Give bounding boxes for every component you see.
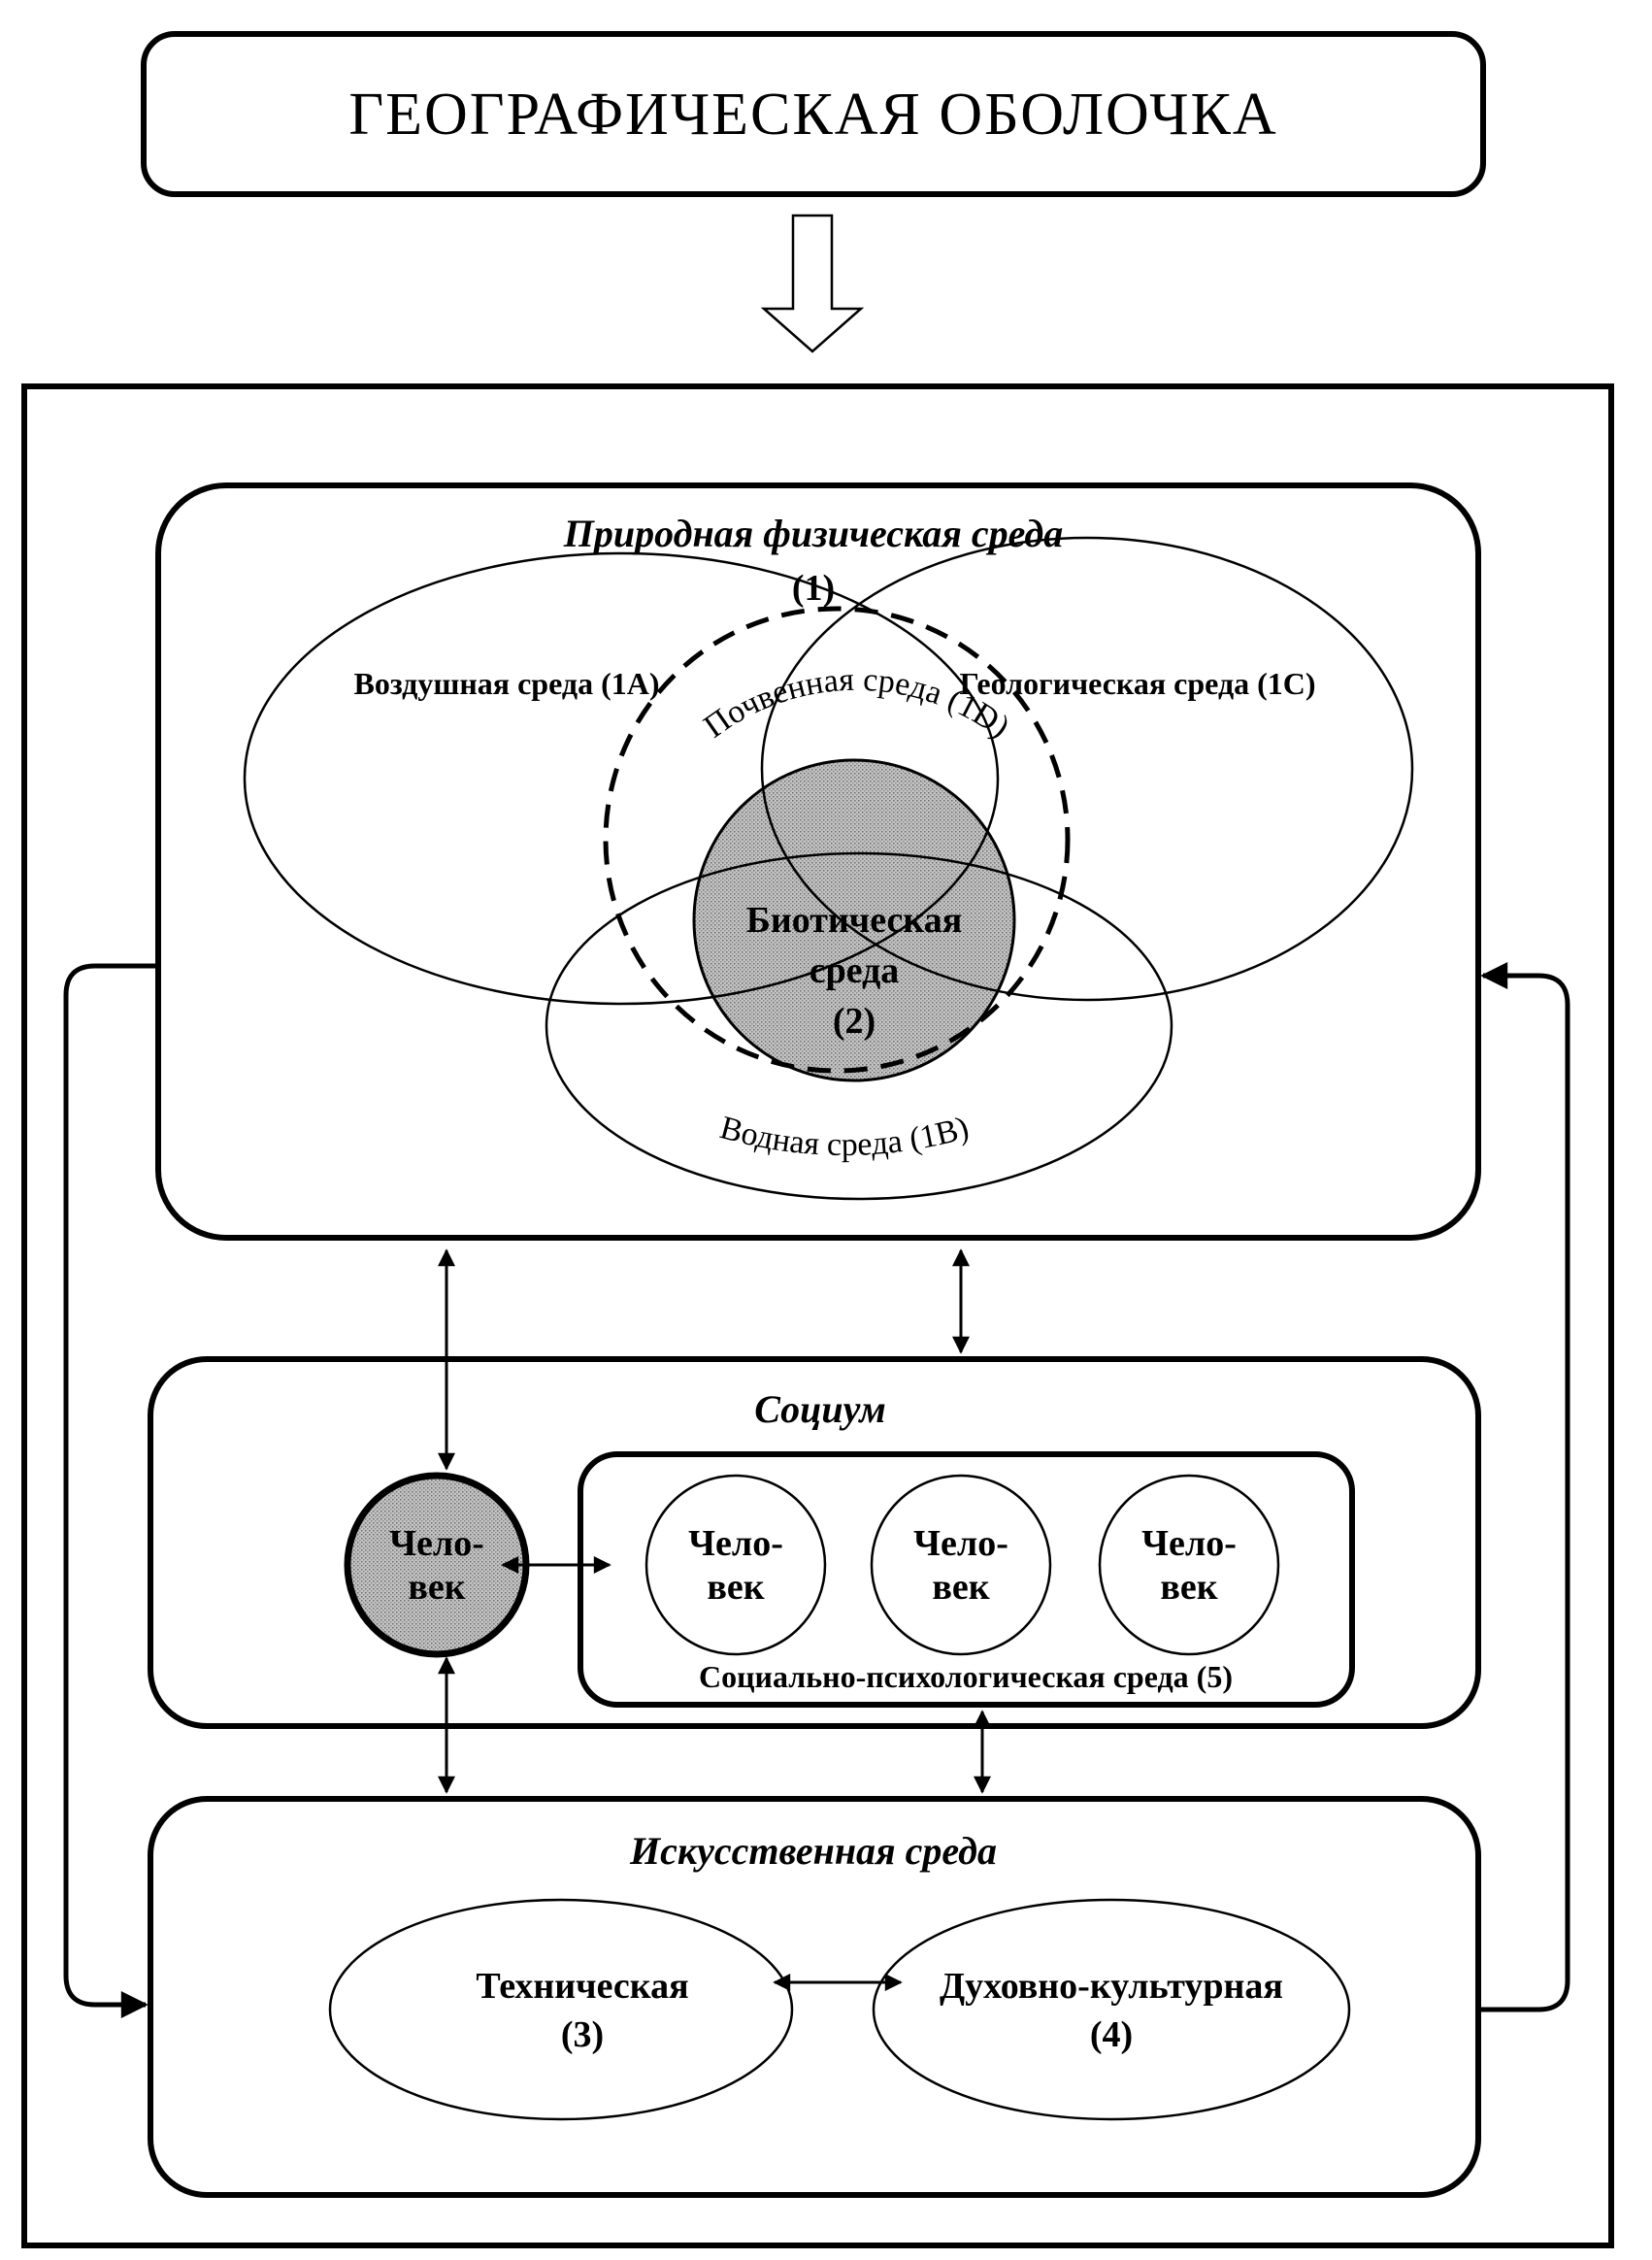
group-member-label-2: век — [707, 1567, 764, 1608]
natural-environment-box — [155, 482, 1481, 1241]
biotic-environment-label-1: Биотическая — [746, 900, 963, 941]
technical-environment-ellipse — [328, 1898, 794, 2121]
natural-artificial-loop-arrow — [63, 963, 158, 2018]
artificial-natural-loop-arrow — [1478, 962, 1570, 2012]
natural-environment-number: (1) — [792, 568, 835, 609]
biotic-environment-number: (2) — [833, 1001, 876, 1042]
cultural-environment-label-2: (4) — [1090, 2014, 1133, 2055]
socium-box — [148, 1356, 1481, 1729]
person-label-1: Чело- — [389, 1523, 484, 1564]
biotic-environment-label-2: среда — [809, 950, 900, 991]
group-member-label-1: Чело- — [913, 1523, 1008, 1564]
social-psychological-box — [578, 1451, 1355, 1708]
group-member-circle — [870, 1474, 1052, 1656]
group-member-label-2: век — [932, 1567, 989, 1608]
cultural-environment-ellipse — [872, 1898, 1351, 2121]
air-environment-label: Воздушная среда (1A) — [354, 666, 660, 701]
technical-environment-label-1: Техническая — [476, 1966, 688, 2007]
natural-environment-title: Природная физическая среда — [563, 512, 1063, 555]
person-label-2: век — [408, 1567, 465, 1608]
person-circle — [344, 1472, 530, 1658]
group-member-circle — [644, 1474, 827, 1656]
down-arrow-icon — [760, 214, 865, 353]
biotic-environment-circle — [692, 758, 1016, 1082]
geological-environment-ellipse — [760, 536, 1414, 1002]
social-psychological-label: Социально-психологическая среда (5) — [699, 1659, 1233, 1694]
cultural-environment-label-1: Духовно-культурная — [940, 1966, 1283, 2007]
artificial-environment-box — [148, 1796, 1481, 2198]
title-box — [141, 31, 1486, 197]
soil-environment-circle — [603, 606, 1071, 1074]
water-environment-ellipse — [545, 851, 1173, 1201]
group-member-label-1: Чело- — [688, 1523, 783, 1564]
air-environment-ellipse — [243, 551, 1000, 1006]
artificial-environment-title: Искусственная среда — [629, 1829, 997, 1873]
socium-title: Социум — [754, 1387, 886, 1431]
water-environment-label: Водная среда (1B) — [716, 1110, 973, 1163]
geological-environment-label: Геологическая среда (1C) — [959, 666, 1315, 701]
group-member-label-1: Чело- — [1141, 1523, 1237, 1564]
outer-frame — [21, 383, 1614, 2248]
title-text: ГЕОГРАФИЧЕСКАЯ ОБОЛОЧКА — [348, 82, 1277, 148]
group-member-circle — [1098, 1474, 1280, 1656]
group-member-label-2: век — [1160, 1567, 1217, 1608]
technical-environment-label-2: (3) — [561, 2014, 604, 2055]
